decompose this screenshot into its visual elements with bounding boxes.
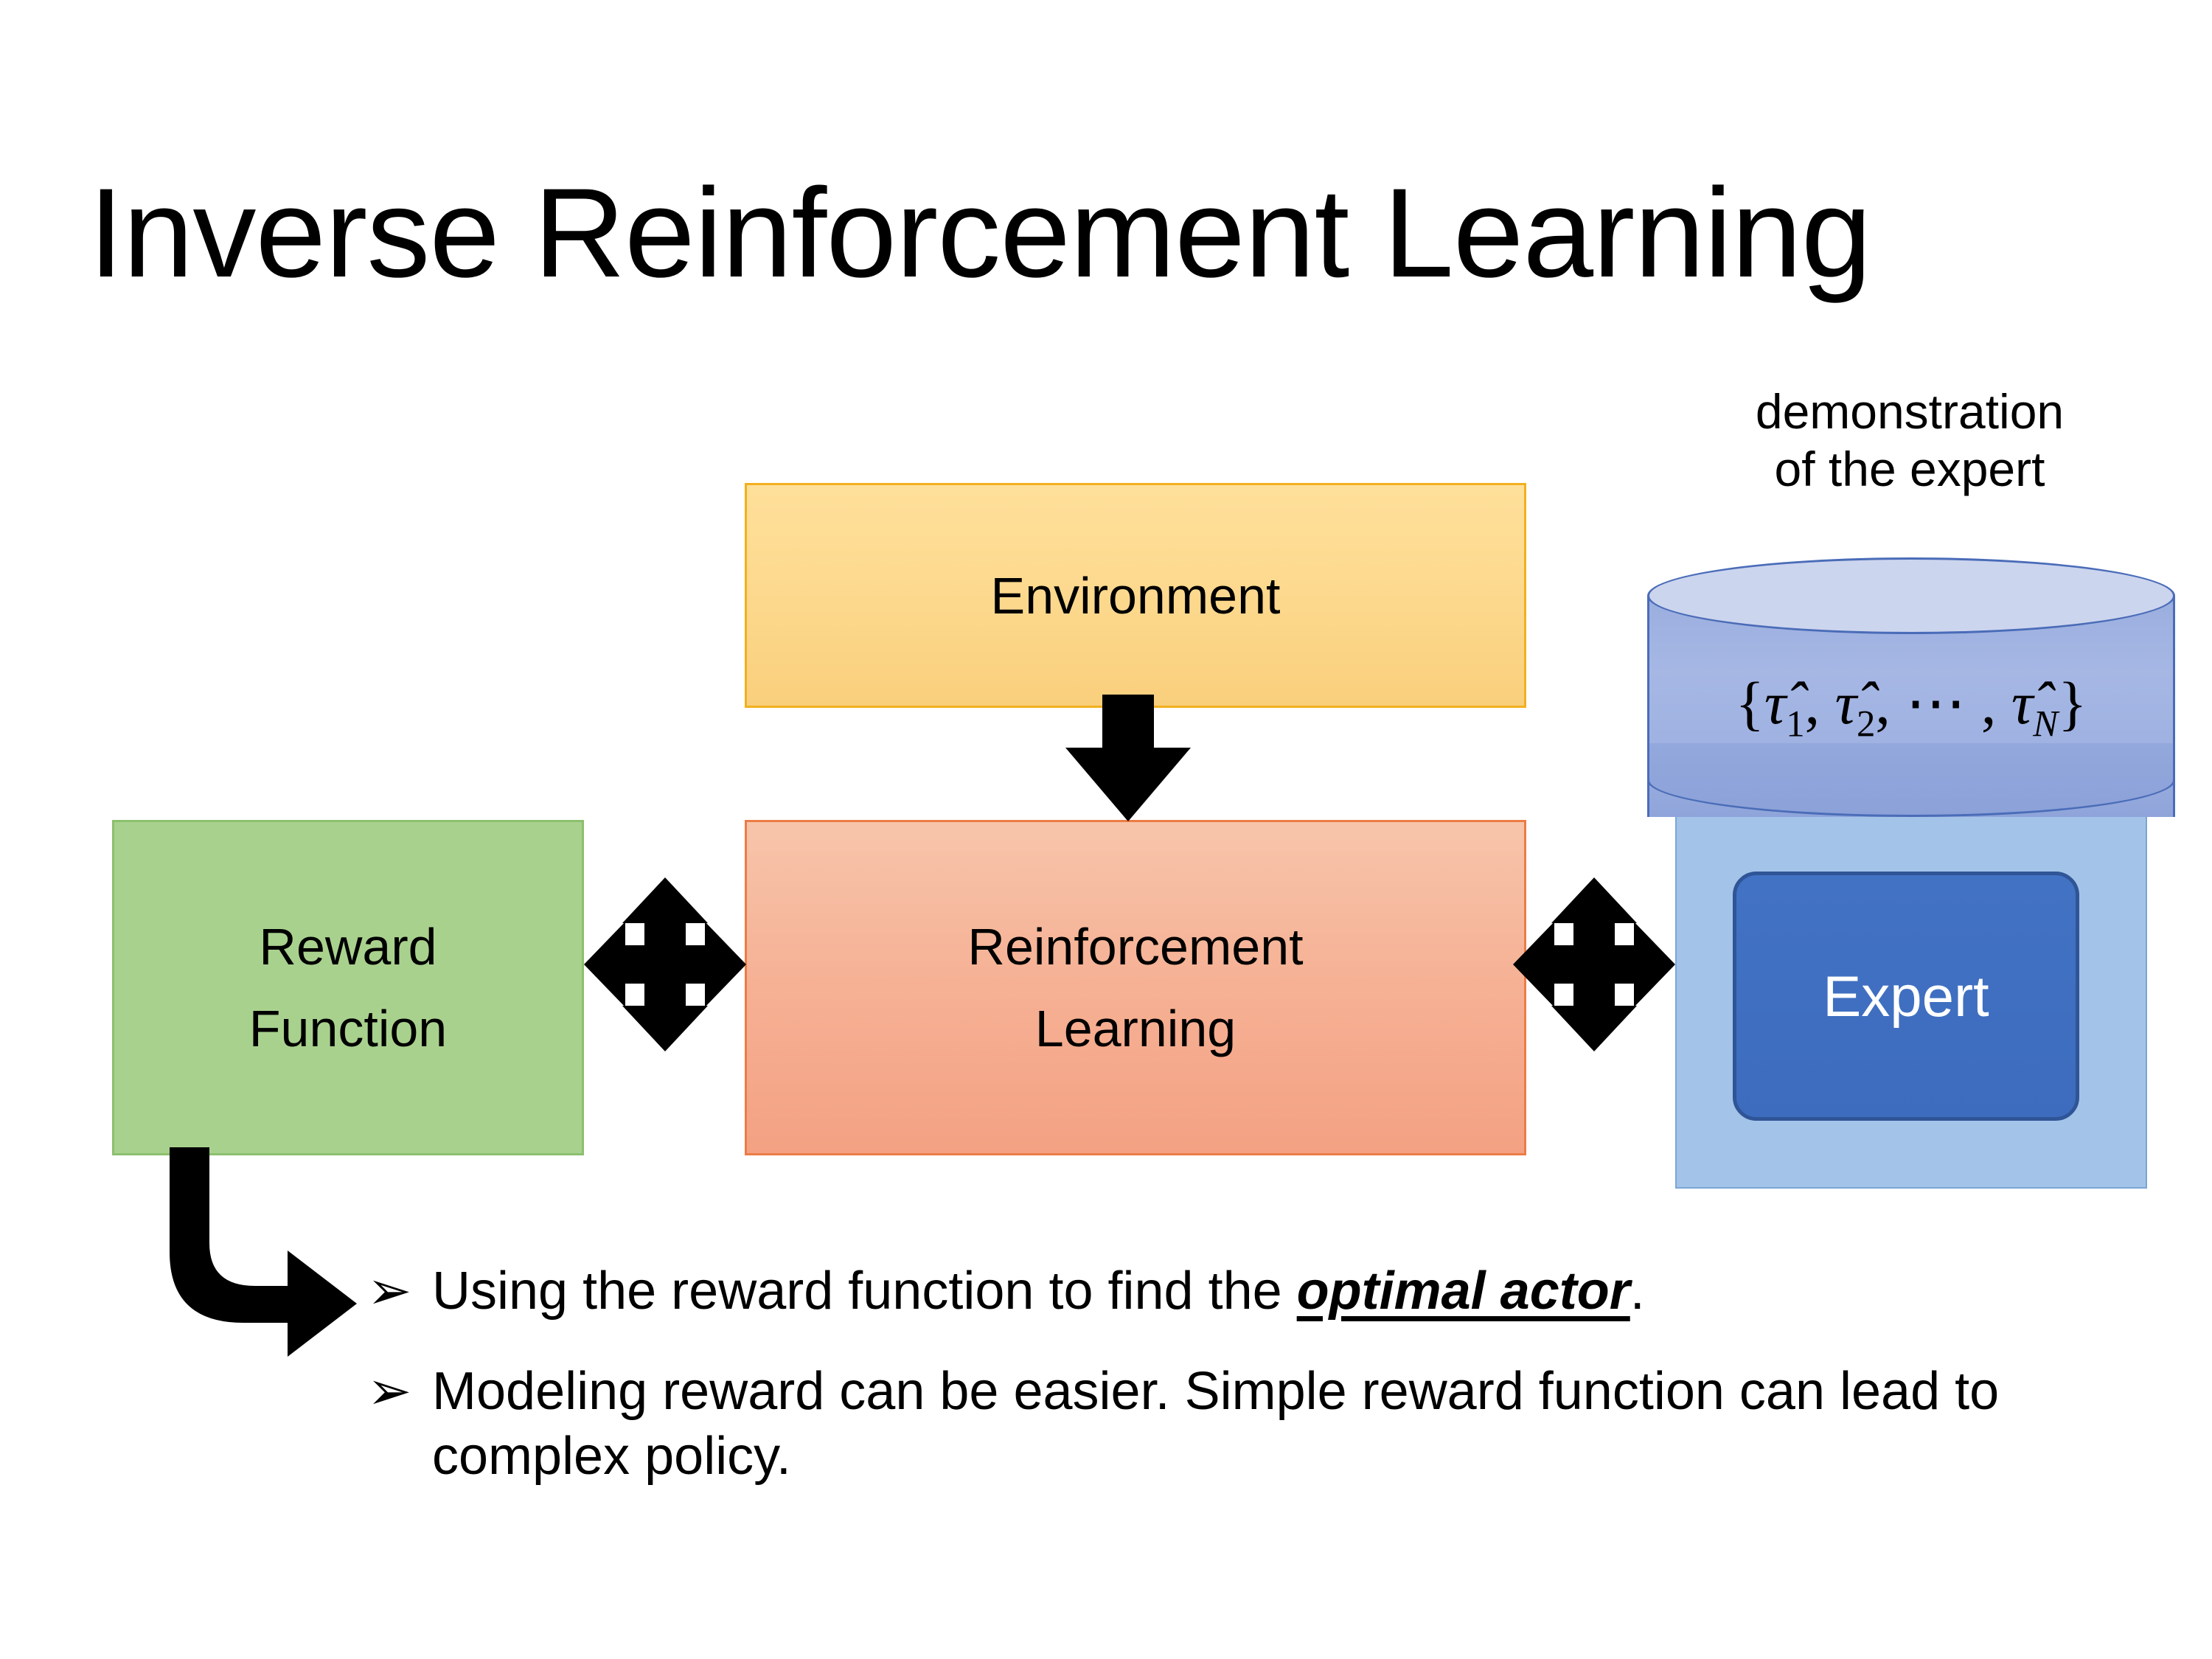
bullet-arrow-icon: ➢ bbox=[367, 1262, 412, 1321]
reward-function-label-line2: Function bbox=[248, 999, 448, 1057]
double-headed-arrow-icon bbox=[584, 877, 746, 1051]
reinforcement-learning-label-line2: Learning bbox=[1034, 999, 1237, 1057]
environment-box-label: Environment bbox=[990, 566, 1281, 625]
bullet-arrow-icon: ➢ bbox=[367, 1361, 412, 1421]
down-arrow-icon bbox=[1065, 695, 1191, 821]
formula-subscript-n: N bbox=[2033, 703, 2059, 745]
demonstration-caption-line2: of the expert bbox=[1774, 441, 2045, 496]
formula-subscript-1: 1 bbox=[1786, 703, 1805, 745]
expert-box[interactable]: Expert bbox=[1733, 872, 2079, 1121]
bullet-text: Using the reward function to find the op… bbox=[432, 1259, 2122, 1324]
cylinder-top-ellipse bbox=[1647, 557, 2175, 634]
formula-tau-2: τ̂ bbox=[1834, 669, 1857, 737]
list-item: ➢ Using the reward function to find the … bbox=[367, 1259, 2122, 1324]
bent-elbow-arrow-icon bbox=[170, 1147, 357, 1357]
formula-subscript-2: 2 bbox=[1856, 703, 1876, 745]
formula-close-brace: } bbox=[2058, 669, 2087, 737]
demonstration-cylinder: {τ̂1, τ̂2, ⋯ , τ̂N} bbox=[1647, 557, 2175, 852]
reinforcement-learning-label-line1: Reinforcement bbox=[967, 917, 1304, 975]
bullet-text-after: . bbox=[1630, 1262, 1645, 1321]
expert-box-label: Expert bbox=[1823, 963, 1989, 1029]
bullet-text-before: Using the reward function to find the bbox=[432, 1262, 1297, 1321]
demonstration-caption-line1: demonstration bbox=[1755, 384, 2065, 439]
formula-tau-1: τ̂ bbox=[1764, 669, 1787, 737]
bullet-text-before: Modeling reward can be easier. Simple re… bbox=[432, 1361, 2000, 1486]
environment-box[interactable]: Environment bbox=[745, 483, 1526, 708]
cylinder-bottom bbox=[1647, 743, 2175, 817]
page-title: Inverse Reinforcement Learning bbox=[88, 162, 1872, 304]
reinforcement-learning-box[interactable]: Reinforcement Learning bbox=[745, 820, 1526, 1155]
reward-function-box[interactable]: Reward Function bbox=[112, 820, 584, 1155]
demonstration-caption: demonstration of the expert bbox=[1652, 383, 2168, 498]
trajectory-set-formula: {τ̂1, τ̂2, ⋯ , τ̂N} bbox=[1647, 668, 2175, 745]
bullet-text: Modeling reward can be easier. Simple re… bbox=[432, 1360, 2122, 1489]
double-headed-arrow-icon bbox=[1513, 877, 1675, 1051]
formula-separator-2: , ⋯ , bbox=[1875, 669, 2011, 737]
list-item: ➢ Modeling reward can be easier. Simple … bbox=[367, 1360, 2122, 1489]
bullet-text-emphasis: optimal actor bbox=[1296, 1262, 1630, 1321]
bullet-list: ➢ Using the reward function to find the … bbox=[367, 1259, 2122, 1524]
reward-function-label-line1: Reward bbox=[259, 917, 437, 975]
formula-tau-n: τ̂ bbox=[2011, 669, 2034, 737]
formula-separator-1: , bbox=[1804, 669, 1835, 737]
formula-open-brace: { bbox=[1735, 669, 1764, 737]
